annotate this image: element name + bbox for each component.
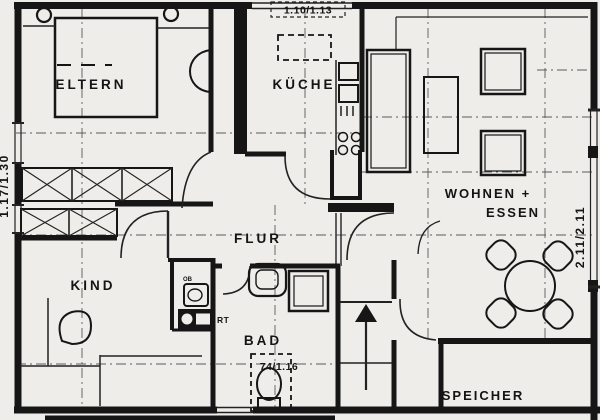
door-eltern: [181, 151, 212, 209]
shaft: [178, 283, 214, 329]
windows: [12, 2, 600, 414]
label-kueche: KÜCHE: [272, 77, 335, 92]
sink-basin-2: [338, 84, 359, 103]
nightstand-lamp-left: [35, 6, 53, 24]
label-ob: OB: [183, 277, 193, 283]
bottom-terrace-edge: [45, 415, 335, 420]
labels: ELTERN KÜCHE 1.10/1.13 WOHNEN + ESSEN FL…: [0, 1, 587, 403]
room-kueche: [277, 34, 362, 156]
shaft-basin: [183, 283, 209, 307]
door-stair-speicher: [399, 298, 437, 341]
kitchen-duct-chase: [330, 150, 362, 200]
door-swings: [120, 151, 441, 341]
wc-dim: 74/1.16: [260, 361, 299, 373]
label-eltern: ELTERN: [56, 77, 127, 92]
right-window-dim: 2.11/2.11: [573, 206, 587, 268]
room-eltern: [20, 5, 212, 237]
sink-basin-1: [338, 62, 359, 81]
room-wohnen-essen: [365, 47, 574, 330]
room-kind: [20, 298, 202, 406]
dining-table: [504, 260, 556, 312]
wardrobe-corridor: [20, 208, 118, 237]
armchair-1: [479, 47, 527, 96]
door-kitchen: [284, 155, 331, 200]
bed: [53, 16, 159, 119]
label-flur: FLUR: [234, 231, 282, 246]
toilet: [250, 353, 292, 412]
kitchen-dim-box: [270, 1, 346, 18]
kitchen-window-dashed: [277, 34, 332, 61]
shaft-walls: [168, 258, 213, 332]
coffee-table: [423, 76, 459, 154]
window-top-kitchen: [252, 2, 352, 10]
dining-chairs: [485, 239, 574, 330]
label-essen: ESSEN: [486, 205, 540, 220]
window-right-living: [588, 108, 600, 292]
label-wohnen: WOHNEN +: [445, 186, 531, 201]
washbasin: [247, 262, 288, 298]
drainer-ticks: [340, 106, 354, 116]
flur-dining-wall-band: [328, 203, 394, 212]
door-dining-small: [417, 220, 441, 255]
label-kind: KIND: [71, 278, 116, 293]
staircase: [340, 301, 392, 390]
inner-walls: [16, 5, 597, 412]
door-bad: [222, 265, 251, 295]
shower: [287, 269, 330, 313]
label-rt: RT: [217, 315, 230, 325]
left-window-dim: 1.17/1.30: [0, 154, 11, 218]
desk-outline: [20, 298, 202, 406]
wardrobe-eltern: [21, 167, 173, 202]
window-left-upper: [12, 122, 24, 164]
outer-walls: [14, 2, 600, 420]
label-speicher: SPEICHER: [442, 388, 524, 403]
stair-arrow-head: [355, 304, 377, 322]
sideboard: [365, 48, 412, 174]
wall-niche-arc: [189, 49, 212, 93]
stove-burners: [337, 131, 362, 156]
window-bottom-bad: [217, 406, 253, 414]
label-bad: BAD: [244, 333, 282, 348]
room-bad: [247, 262, 330, 412]
door-flur-dining: [346, 212, 395, 261]
desk-chair: [58, 310, 93, 346]
kitchen-window-dim: 1.10/1.13: [284, 5, 332, 17]
door-kind: [120, 210, 169, 259]
nightstand-lamp-right: [162, 5, 180, 23]
armchair-2: [479, 129, 527, 177]
